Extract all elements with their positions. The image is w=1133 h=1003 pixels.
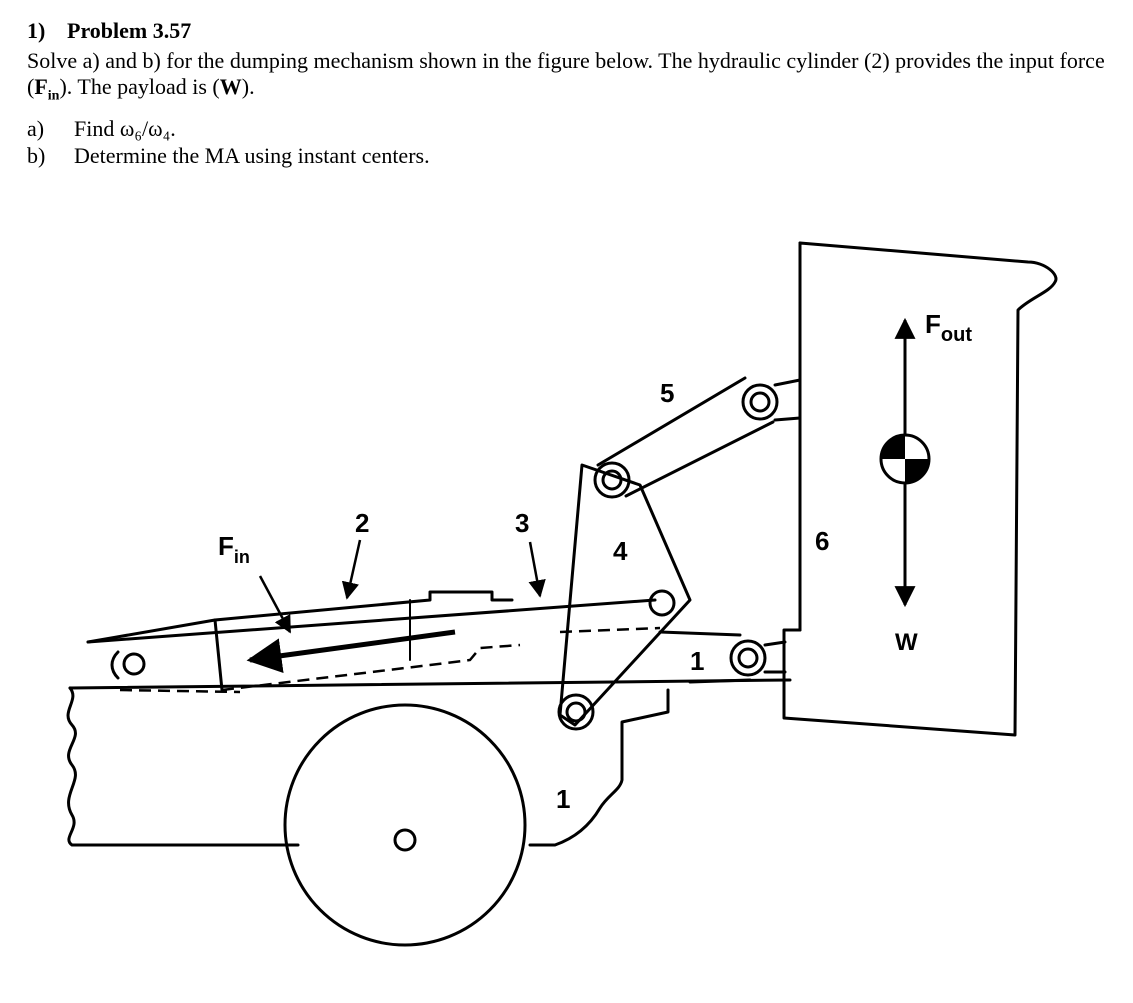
- fin-leader: [258, 575, 292, 634]
- task-b-text: Determine the MA using instant centers.: [74, 143, 430, 169]
- center-of-gravity-icon: [879, 433, 931, 485]
- fin-symbol: Fin: [34, 74, 60, 104]
- label-ground-a: 1: [690, 646, 704, 676]
- task-list: a) Find ω₆/ω₄. b) Determine the MA using i…: [27, 115, 1122, 169]
- hydraulic-cylinder: [86, 590, 661, 694]
- label-link-5: 5: [660, 378, 674, 408]
- statement-end-text: ).: [241, 74, 255, 99]
- link-3-leader: [528, 541, 546, 598]
- payload-symbol: W: [219, 74, 242, 99]
- problem-block: 1) Problem 3.57 Solve a) and b) for the d…: [27, 18, 1122, 169]
- wheel: [283, 703, 527, 947]
- input-force-arrow: [246, 629, 456, 674]
- label-force-out: Fout: [925, 309, 972, 346]
- label-link-2: 2: [355, 508, 369, 538]
- link-5: [596, 376, 802, 498]
- task-a-text: Find ω₆/ω₄.: [74, 116, 176, 142]
- label-weight: W: [895, 629, 918, 656]
- label-link-3: 3: [515, 508, 529, 538]
- chassis-frame: [66, 678, 792, 847]
- problem-number: 1): [27, 18, 46, 43]
- link-2-leader: [341, 539, 362, 600]
- label-link-6: 6: [815, 526, 829, 556]
- link-4: [557, 461, 692, 731]
- bucket-link-6: [782, 241, 1058, 737]
- statement-mid-text: ). The payload is (: [59, 74, 220, 99]
- label-ground-b: 1: [556, 784, 570, 814]
- task-a: a) Find ω₆/ω₄.: [27, 115, 1122, 142]
- label-link-4: 4: [613, 536, 628, 566]
- statement-text: Solve a) and b) for the dumping mechanis…: [27, 48, 1105, 99]
- problem-title: Problem 3.57: [67, 18, 192, 43]
- problem-statement: Solve a) and b) for the dumping mechanis…: [27, 48, 1122, 109]
- task-b-label: b): [27, 143, 46, 169]
- label-force-in: Fin: [218, 531, 250, 567]
- task-a-label: a): [27, 116, 45, 142]
- task-b: b) Determine the MA using instant centers…: [27, 142, 1122, 169]
- ground-pivot: [658, 630, 787, 684]
- problem-heading: 1) Problem 3.57: [27, 18, 1122, 44]
